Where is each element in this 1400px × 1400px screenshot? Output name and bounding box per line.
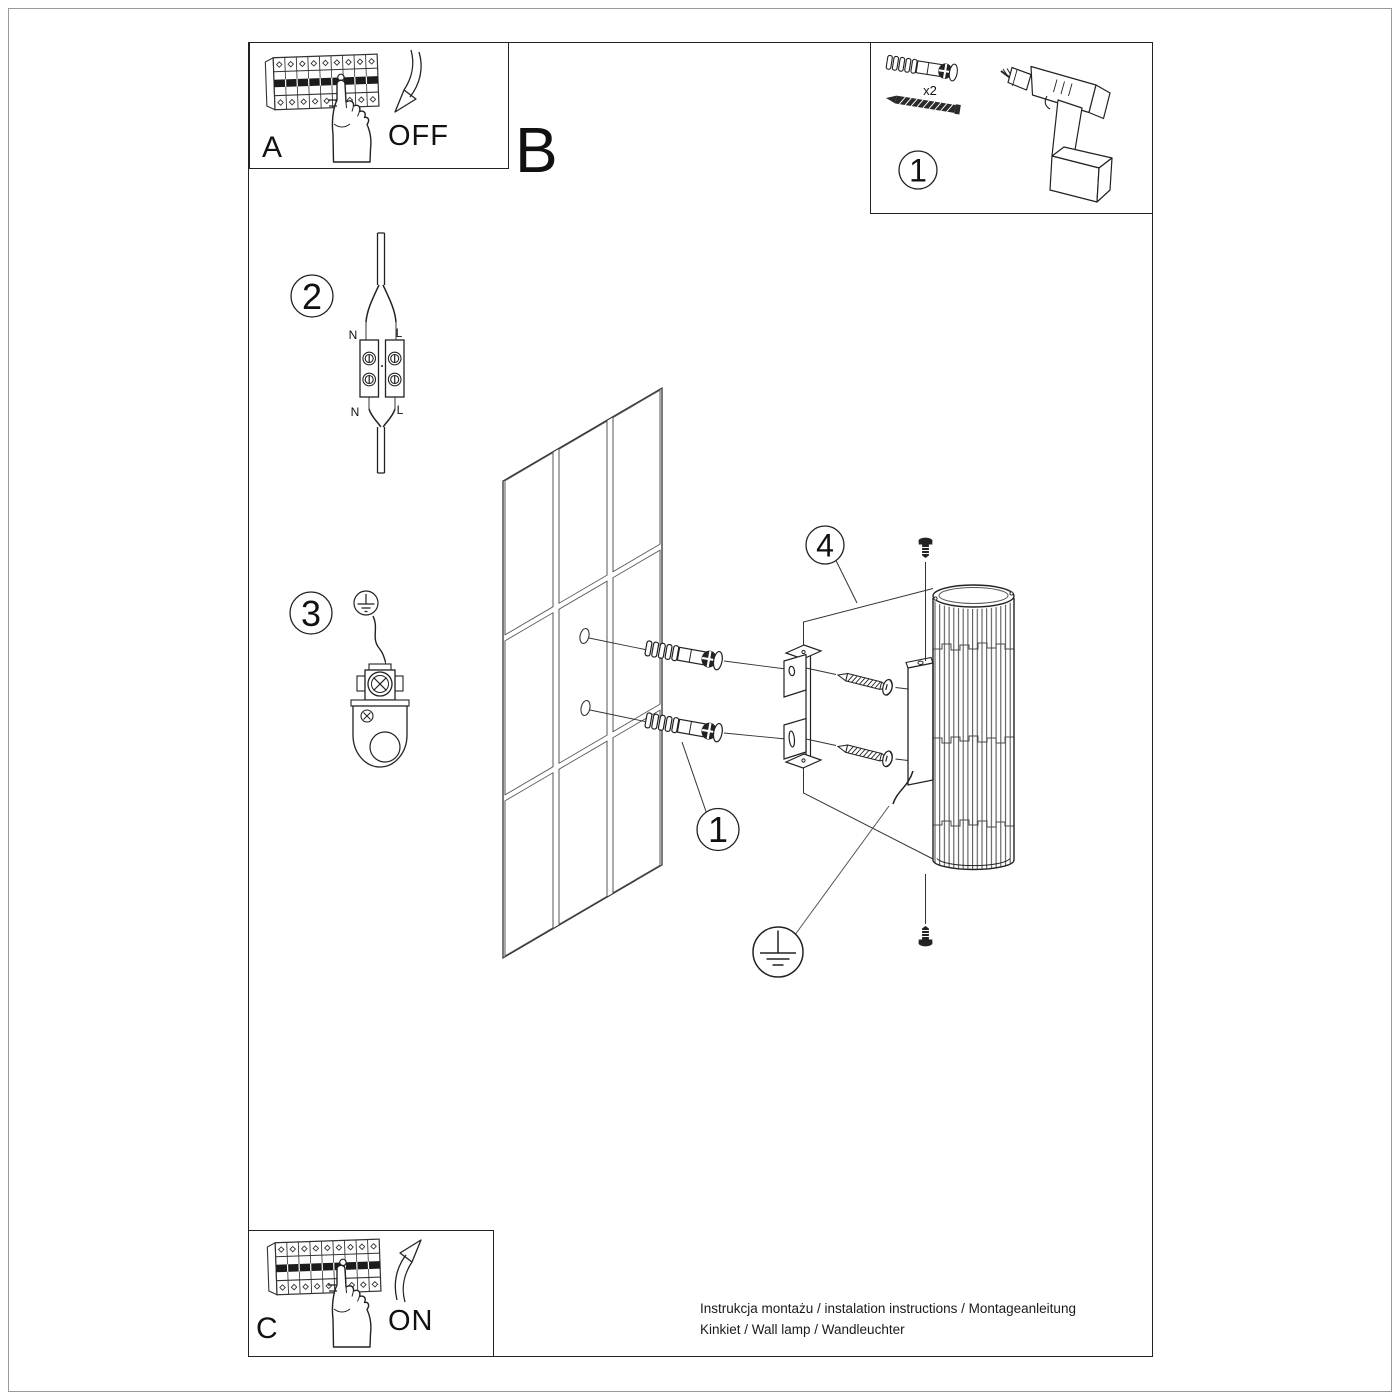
press-marks <box>328 1284 337 1292</box>
neutral-label: N <box>351 405 360 419</box>
tiled-wall <box>502 386 663 960</box>
mounting-bracket <box>783 644 823 769</box>
step-2-badge <box>290 274 334 318</box>
box-b-label: B <box>515 114 558 186</box>
mounting-screw-icon <box>835 666 895 697</box>
page-border <box>8 8 1392 1392</box>
main-frame <box>248 42 1153 1357</box>
top-screw-icon <box>918 537 933 559</box>
step-1-wall-badge: 1 <box>681 741 740 852</box>
breaker-panel-icon <box>264 53 380 111</box>
wall-hole <box>579 627 590 645</box>
bottom-screw-icon <box>918 925 933 947</box>
wall-plug-icon <box>884 52 960 83</box>
leader-line <box>805 667 909 761</box>
arrow-down-icon <box>394 49 422 113</box>
footer-text: Instrukcja montażu / instalation instruc… <box>700 1299 1076 1340</box>
svg-text:3: 3 <box>301 593 321 634</box>
press-marks <box>328 99 337 107</box>
drill-icon <box>1000 65 1113 203</box>
svg-text:1: 1 <box>708 809 728 850</box>
line-label: L <box>397 403 404 417</box>
box-a-contents <box>264 49 422 163</box>
step-1-badge: 1 <box>898 150 938 190</box>
line-label: L <box>396 326 403 340</box>
arrow-up-icon <box>394 1239 422 1303</box>
power-cable <box>892 770 914 805</box>
footer-line-1: Instrukcja montażu / instalation instruc… <box>700 1301 1076 1316</box>
svg-text:1: 1 <box>909 153 927 189</box>
wire-connector-diagram: 2 N L N L <box>290 232 405 474</box>
on-label: ON <box>388 1305 434 1337</box>
breaker-panel-icon <box>266 1238 382 1296</box>
parts-box-contents: x2 1 <box>884 52 1113 203</box>
box-c-label: C <box>256 1312 278 1345</box>
box-c-contents <box>266 1238 422 1348</box>
screw-icon <box>886 95 961 115</box>
neutral-label: N <box>349 328 358 342</box>
wall-hole <box>580 699 591 717</box>
step-4-badge: 4 <box>805 525 858 604</box>
footer-line-2: Kinkiet / Wall lamp / Wandleuchter <box>700 1321 905 1337</box>
leader-line <box>723 660 787 740</box>
wall-lamp <box>892 584 1015 871</box>
svg-text:2: 2 <box>302 276 322 317</box>
box-a-label: A <box>262 131 283 164</box>
lamp-fluted-body <box>933 598 1014 870</box>
svg-text:4: 4 <box>816 528 834 564</box>
lamp-block <box>907 662 934 786</box>
leader-line <box>588 637 646 722</box>
ground-terminal-diagram: 3 <box>289 590 410 768</box>
ground-symbol-icon <box>353 590 379 616</box>
off-label: OFF <box>388 120 449 152</box>
plug-quantity-label: x2 <box>923 83 937 98</box>
ground-symbol-icon <box>752 805 890 978</box>
explosion-line <box>803 588 934 860</box>
step-3-badge <box>289 591 333 635</box>
mounting-screw-icon <box>835 738 895 769</box>
